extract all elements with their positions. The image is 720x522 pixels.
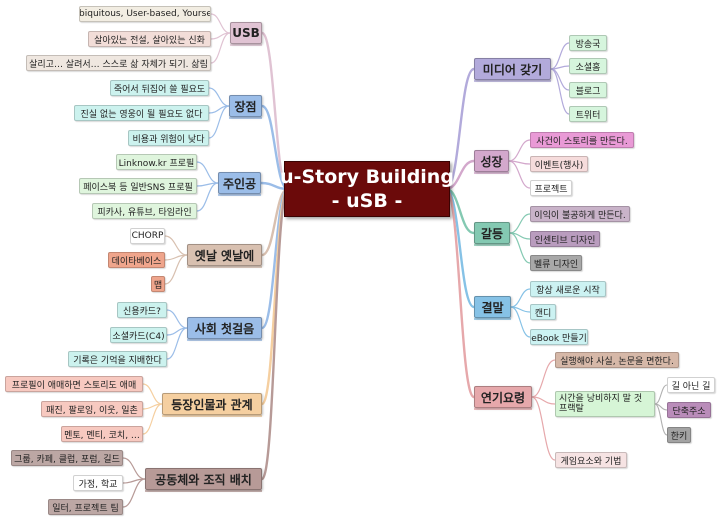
leaf-conflict-2[interactable]: 인센티브 디자인 (530, 231, 600, 247)
leaf-growth-3[interactable]: 프로젝트 (530, 180, 572, 196)
leaf-once-upon-3[interactable]: 맵 (151, 276, 165, 292)
leaf-conflict-1-connector (509, 213, 531, 234)
leaf-protagonist-3[interactable]: 피카사, 유튜브, 타임라인 (92, 203, 197, 219)
leaf-community-3-connector (122, 478, 146, 508)
leaf-ending-1[interactable]: 항상 새로운 시작 (530, 281, 606, 297)
leaf-protagonist-1-connector (196, 161, 219, 184)
leaf-ending-3-connector (510, 306, 531, 338)
leaf-once-upon-1[interactable]: CHORP (130, 228, 165, 244)
branch-once-upon[interactable]: 옛날 옛날에 (187, 244, 262, 266)
leaf-media-3[interactable]: 블로그 (569, 82, 607, 98)
leaf-advantages-1[interactable]: 죽어서 뒤집어 쓸 필요도 (110, 80, 209, 96)
leaf-once-upon-3-connector (164, 254, 188, 285)
leaf-first-step-1-connector (166, 309, 188, 329)
leaf-first-step-1[interactable]: 신용카드? (117, 302, 167, 318)
leaf-usb-definition[interactable]: Ubiquitous, User-based, Yourself (79, 6, 211, 22)
leaf-usb-saligo[interactable]: 살리고… 살려서… 스스로 삶 자체가 되기. 삶림 (26, 55, 211, 71)
leaf-acting-tips-2a-connector (654, 384, 668, 405)
central-topic[interactable]: u-Story Building - uSB - (280, 161, 454, 217)
leaf-once-upon-2[interactable]: 데이타베이스 (108, 252, 165, 268)
leaf-acting-tips-2b[interactable]: 단축주소 (667, 402, 711, 418)
central-topic-title: u-Story Building (280, 166, 454, 188)
leaf-conflict-3[interactable]: 벨류 디자인 (530, 255, 582, 271)
branch-media[interactable]: 미디어 갖기 (474, 58, 551, 80)
leaf-growth-1[interactable]: 사건이 스토리를 만든다. (530, 132, 634, 148)
branch-characters[interactable]: 등장인물과 관계 (162, 393, 262, 415)
leaf-advantages-3[interactable]: 비용과 위험이 낮다 (128, 130, 209, 146)
leaf-acting-tips-1-connector (531, 359, 556, 398)
leaf-once-upon-1-connector (164, 235, 188, 256)
leaf-media-1-connector (550, 42, 570, 70)
branch-community-connector (260, 187, 290, 481)
leaf-usb-saligo-connector (210, 32, 231, 64)
leaf-characters-1-connector (142, 383, 163, 405)
leaf-protagonist-2[interactable]: 페이스북 등 일반SNS 프로필 (79, 178, 197, 194)
leaf-media-4-connector (550, 68, 570, 115)
leaf-community-1-connector (122, 457, 146, 480)
leaf-usb-legend[interactable]: 살아있는 전설, 살아있는 신화 (88, 31, 211, 47)
central-topic-subtitle: - uSB - (331, 190, 403, 212)
leaf-community-1[interactable]: 그룹, 카페, 클럽, 포럼, 길드 (11, 450, 123, 466)
leaf-growth-2[interactable]: 이벤트(행사) (530, 156, 588, 172)
leaf-ending-3[interactable]: eBook 만들기 (530, 329, 588, 345)
leaf-acting-tips-2c-connector (654, 403, 668, 436)
leaf-ending-1-connector (510, 288, 531, 308)
leaf-conflict-3-connector (509, 232, 531, 264)
leaf-characters-3[interactable]: 멘토, 멘티, 코치, … (61, 426, 143, 442)
branch-growth[interactable]: 성장 (474, 150, 509, 172)
branch-ending[interactable]: 결말 (474, 296, 511, 318)
leaf-growth-1-connector (508, 139, 531, 162)
branch-acting-tips-connector (444, 187, 476, 399)
leaf-advantages-2[interactable]: 진실 없는 영웅이 될 필요도 없다 (74, 105, 209, 121)
leaf-first-step-2[interactable]: 소셜카드(C4) (110, 327, 167, 343)
leaf-community-3[interactable]: 일터, 프로젝트 팀 (48, 499, 123, 515)
leaf-acting-tips-2-connector (531, 396, 556, 405)
leaf-first-step-3-connector (166, 327, 188, 360)
branch-usb[interactable]: USB (230, 22, 262, 44)
leaf-media-1[interactable]: 방송국 (569, 35, 607, 51)
leaf-ending-2[interactable]: 캔디 (530, 304, 556, 320)
leaf-acting-tips-2a[interactable]: 길 아닌 길 (667, 377, 715, 393)
leaf-media-4[interactable]: 트위터 (569, 106, 607, 122)
leaf-media-3-connector (550, 68, 570, 91)
leaf-media-2[interactable]: 소셜홈 (569, 58, 607, 74)
leaf-acting-tips-2c[interactable]: 한키 (667, 427, 691, 443)
branch-conflict[interactable]: 갈등 (474, 222, 510, 244)
leaf-community-2[interactable]: 가정, 학교 (73, 475, 123, 491)
leaf-growth-3-connector (508, 160, 531, 189)
leaf-usb-definition-connector (210, 13, 231, 34)
branch-first-step[interactable]: 사회 첫걸음 (187, 317, 262, 339)
leaf-conflict-1[interactable]: 이익이 불공하게 만든다. (530, 206, 630, 222)
leaf-characters-3-connector (142, 403, 163, 435)
leaf-characters-1[interactable]: 프로필이 애매하면 스토리도 애매 (5, 376, 143, 392)
leaf-acting-tips-2[interactable]: 시간을 낭비하지 말 것 프랙탈 (555, 391, 655, 417)
leaf-acting-tips-1[interactable]: 실행해야 사실, 논문을 면한다. (555, 352, 679, 368)
branch-community[interactable]: 공동체와 조직 배치 (145, 468, 262, 490)
leaf-advantages-3-connector (208, 105, 230, 139)
leaf-acting-tips-2-text: 시간을 낭비하지 말 것 프랙탈 (559, 394, 643, 414)
branch-advantages[interactable]: 장점 (229, 95, 262, 117)
leaf-protagonist-1[interactable]: Linknow.kr 프로필 (116, 154, 197, 170)
leaf-acting-tips-3[interactable]: 게임요소와 기법 (555, 452, 627, 468)
branch-usb-connector (260, 31, 290, 191)
leaf-advantages-1-connector (208, 87, 230, 107)
branch-acting-tips[interactable]: 연기요령 (474, 386, 532, 408)
leaf-characters-2[interactable]: 패진, 팔로잉, 이웃, 일촌 (41, 401, 143, 417)
leaf-first-step-3[interactable]: 기록은 기억을 지배한다 (68, 351, 167, 367)
branch-protagonist[interactable]: 주인공 (218, 172, 261, 194)
leaf-acting-tips-3-connector (531, 396, 556, 461)
leaf-protagonist-3-connector (196, 182, 219, 212)
branch-media-connector (444, 67, 476, 191)
